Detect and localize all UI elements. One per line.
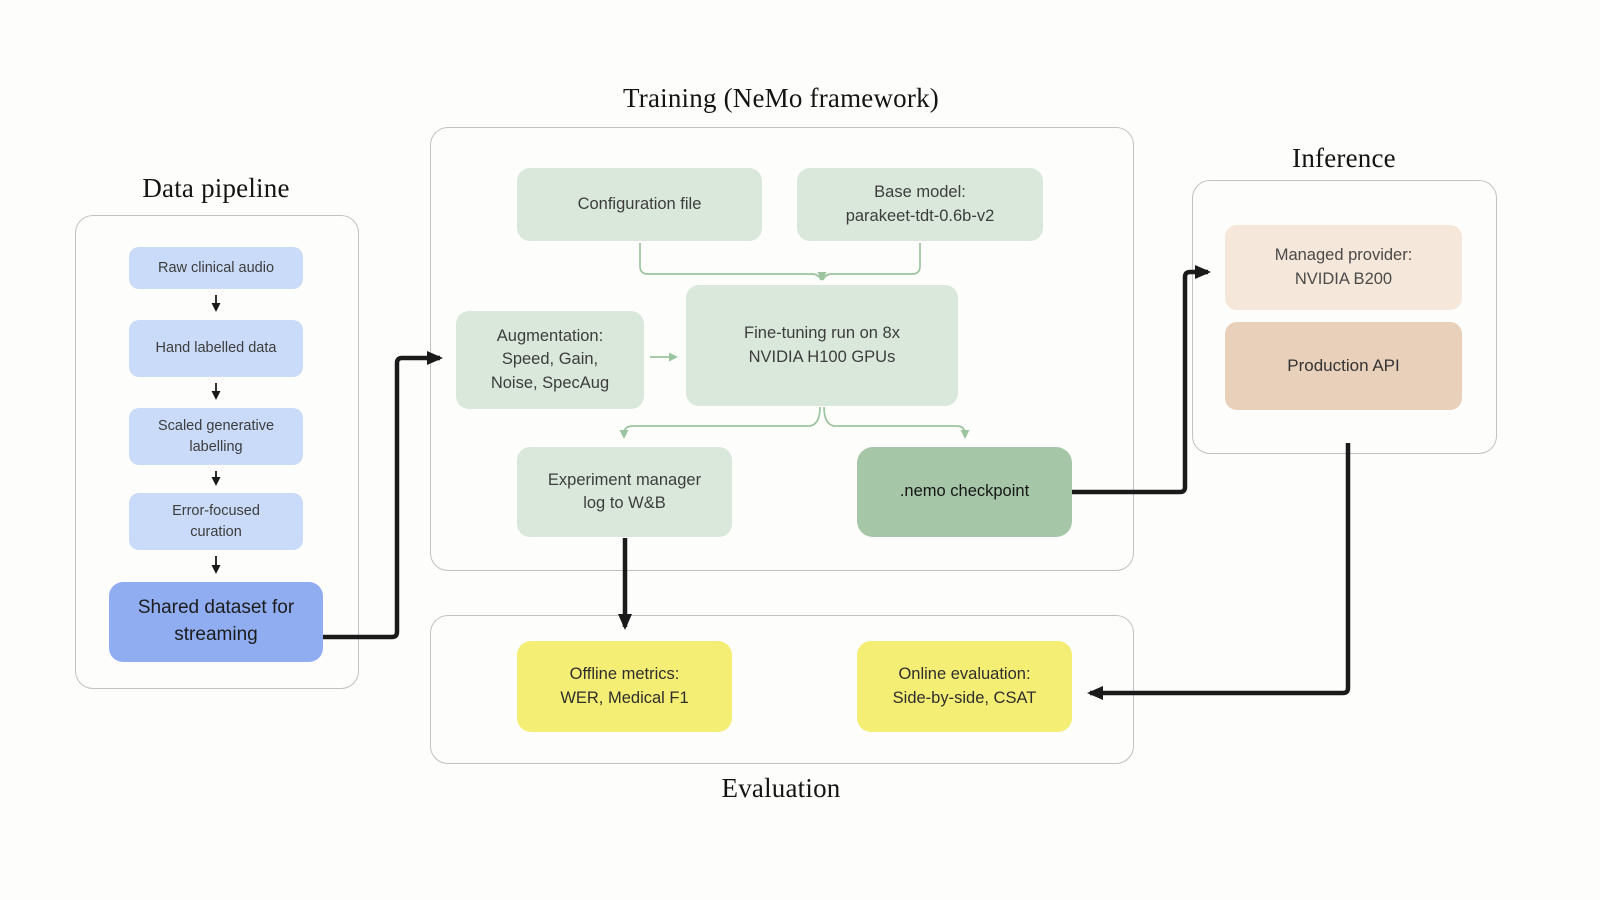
node-experiment-manager: Experiment manager log to W&B bbox=[517, 447, 732, 537]
inference-title: Inference bbox=[1292, 143, 1396, 173]
node-online-evaluation: Online evaluation: Side-by-side, CSAT bbox=[857, 641, 1072, 732]
node-production-api: Production API bbox=[1225, 322, 1462, 410]
node-scaled-generative-labelling: Scaled generative labelling bbox=[129, 408, 303, 465]
node-nemo-checkpoint: .nemo checkpoint bbox=[857, 447, 1072, 537]
inference-panel bbox=[1192, 180, 1497, 454]
node-error-focused-curation: Error-focused curation bbox=[129, 493, 303, 550]
node-finetuning-run: Fine-tuning run on 8x NVIDIA H100 GPUs bbox=[686, 285, 958, 406]
node-augmentation: Augmentation: Speed, Gain, Noise, SpecAu… bbox=[456, 311, 644, 409]
data-pipeline-title: Data pipeline bbox=[142, 173, 290, 203]
node-offline-metrics: Offline metrics: WER, Medical F1 bbox=[517, 641, 732, 732]
node-shared-dataset: Shared dataset for streaming bbox=[109, 582, 323, 662]
node-raw-clinical-audio: Raw clinical audio bbox=[129, 247, 303, 289]
training-title: Training (NeMo framework) bbox=[623, 83, 939, 113]
node-managed-provider: Managed provider: NVIDIA B200 bbox=[1225, 225, 1462, 310]
node-base-model: Base model: parakeet-tdt-0.6b-v2 bbox=[797, 168, 1043, 241]
node-configuration-file: Configuration file bbox=[517, 168, 762, 241]
node-hand-labelled-data: Hand labelled data bbox=[129, 320, 303, 377]
evaluation-title: Evaluation bbox=[721, 773, 841, 803]
